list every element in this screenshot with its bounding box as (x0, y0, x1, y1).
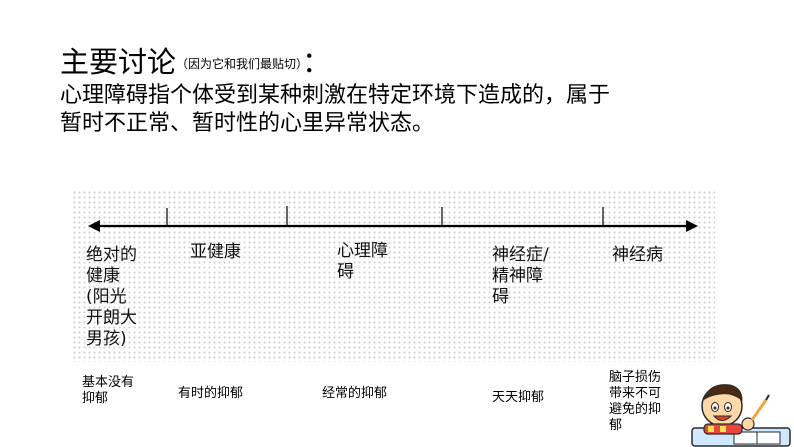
stage-label: 神经症/ 精神障 碍 (492, 245, 549, 307)
stage-label: 神经病 (612, 245, 663, 265)
definition-line-1: 心理障碍指个体受到某种刺激在特定环境下造成的，属于 (60, 83, 611, 108)
axis-right-arrow-icon (686, 220, 698, 232)
definition-line-2: 暂时不正常、暂时性的心里异常状态。 (60, 111, 435, 136)
axis-left-arrow-icon (88, 220, 100, 232)
stage-label: 心理障 碍 (337, 241, 388, 282)
page-title: 主要讨论（因为它和我们最贴切）： (60, 44, 331, 82)
title-note: （因为它和我们最贴切） (176, 57, 303, 71)
dotted-background (72, 190, 715, 362)
studying-boy-icon (691, 384, 791, 447)
title-colon: ： (302, 45, 332, 79)
title-main: 主要讨论 (60, 45, 177, 79)
stage-label: 绝对的 健康 (阳光 开朗大 男孩) (86, 245, 137, 349)
depression-label: 天天抑郁 (492, 390, 545, 405)
definition-text: 心理障碍指个体受到某种刺激在特定环境下造成的，属于 暂时不正常、暂时性的心里异常… (60, 82, 610, 138)
depression-label: 基本没有 抑郁 (82, 375, 135, 406)
stage-label: 亚健康 (190, 242, 241, 262)
depression-label: 脑子损伤 带来不可 避免的抑 郁 (609, 370, 662, 433)
depression-label: 有时的抑郁 (178, 386, 244, 401)
depression-label: 经常的抑郁 (322, 386, 388, 401)
